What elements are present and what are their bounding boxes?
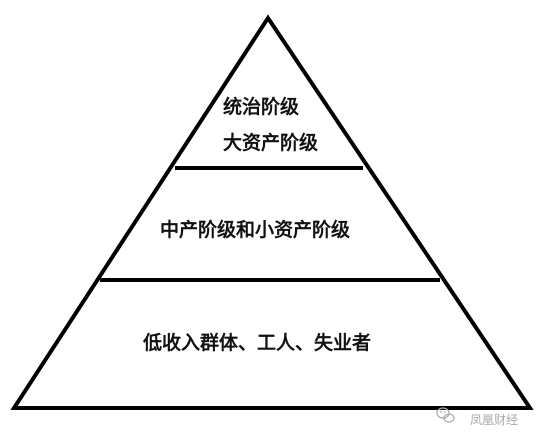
tier-top-label-line1: 统治阶级: [223, 95, 299, 118]
pyramid-outline: [10, 14, 534, 410]
wechat-bubble-icon: [436, 407, 455, 423]
tier-top-label-line2: 大资产阶级: [223, 131, 318, 154]
tier-middle-label: 中产阶级和小资产阶级: [160, 218, 350, 241]
watermark: 凤凰财经: [436, 407, 518, 427]
tier-bottom-label: 低收入群体、工人、失业者: [142, 331, 371, 354]
watermark-text: 凤凰财经: [470, 413, 518, 427]
